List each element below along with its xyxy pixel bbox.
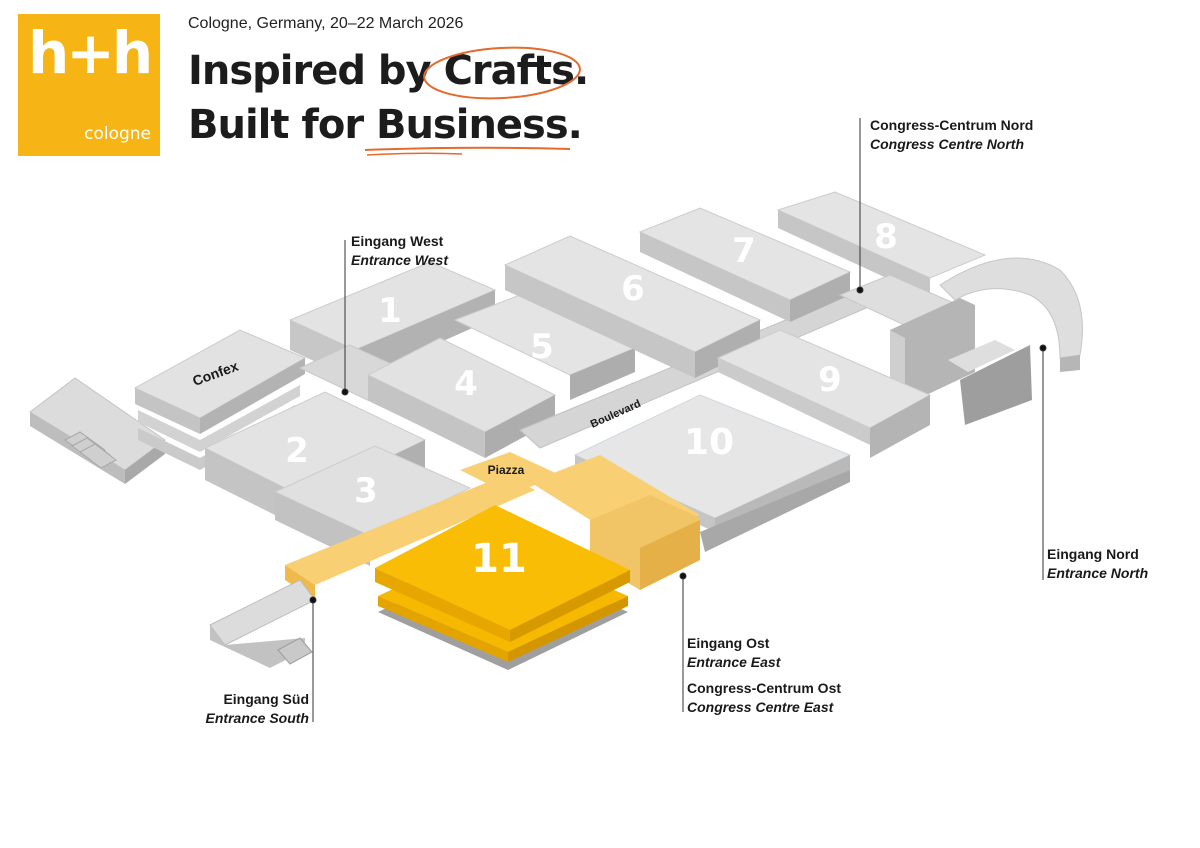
hall-7-label: 7 [732,231,756,271]
event-dateline: Cologne, Germany, 20–22 March 2026 [188,15,464,32]
entrance-west-de: Eingang West [351,233,444,249]
entrance-south-de: Eingang Süd [223,691,309,707]
entrance-north-label: Eingang Nord Entrance North [1047,545,1148,583]
congress-north-en: Congress Centre North [870,136,1025,152]
headline-accent-business: Business. [375,102,583,148]
headline-line-2: Built for Business. [188,98,588,152]
entrance-west-marker-dot [341,388,349,396]
entrance-east-en: Entrance East [687,654,781,670]
entrance-east-label: Eingang Ost Entrance East [687,634,780,672]
logo-subtitle: cologne [84,124,151,144]
congress-north-de: Congress-Centrum Nord [870,117,1034,133]
hall-9-block [716,329,932,458]
hall-2-label: 2 [285,431,309,471]
hall-11-label: 11 [471,536,527,582]
entrance-east-marker-dot [679,572,687,580]
north-curved-structure [939,257,1083,425]
hall-3-label: 3 [354,471,378,511]
hall-8-label: 8 [874,217,898,257]
confex-building [133,329,307,470]
crafts-circle-accent [423,46,581,100]
piazza-label: Piazza [488,463,525,477]
hh-cologne-logo: h+h cologne [18,14,160,156]
entrance-east-de: Eingang Ost [687,635,770,651]
hall-6-block [503,235,762,378]
headline-line2-prefix: Built for [188,102,376,148]
hall-10-label: 10 [684,422,734,463]
congress-east-en: Congress Centre East [687,699,834,715]
south-entrance-structure [209,579,316,668]
headline: Inspired by Crafts. Built for Business. [188,44,589,152]
entrance-north-en: Entrance North [1047,565,1149,581]
entrance-west-en: Entrance West [351,252,448,268]
congress-east-de: Congress-Centrum Ost [687,680,842,696]
hall-4-block [366,337,557,458]
entrance-north-de: Eingang Nord [1047,546,1139,562]
congress-north-marker-dot [856,286,864,294]
entrance-north-marker-dot [1039,344,1047,352]
entrance-south-en: Entrance South [205,710,309,726]
hall-1-label: 1 [378,291,402,331]
business-underline-accent [364,146,571,151]
hall-4-label: 4 [454,364,478,404]
entrance-south-label: Eingang Süd Entrance South [206,690,309,728]
hall-6-label: 6 [621,269,645,309]
headline-line-1: Inspired by Crafts. [188,44,589,98]
entrance-south-marker-dot [309,596,317,604]
congress-north-label: Congress-Centrum Nord Congress Centre No… [870,116,1033,154]
headline-line1-prefix: Inspired by [188,48,444,94]
hall-5-label: 5 [530,327,554,367]
congress-east-label: Congress-Centrum Ost Congress Centre Eas… [687,679,841,717]
hall-9-label: 9 [818,360,842,400]
west-wing-structure [29,377,166,484]
leader-lines [309,118,1047,722]
entrance-west-label: Eingang West Entrance West [351,232,448,270]
logo-mark: h+h [28,19,153,87]
hall-11-block [375,505,630,670]
hall-7-block [638,207,852,322]
